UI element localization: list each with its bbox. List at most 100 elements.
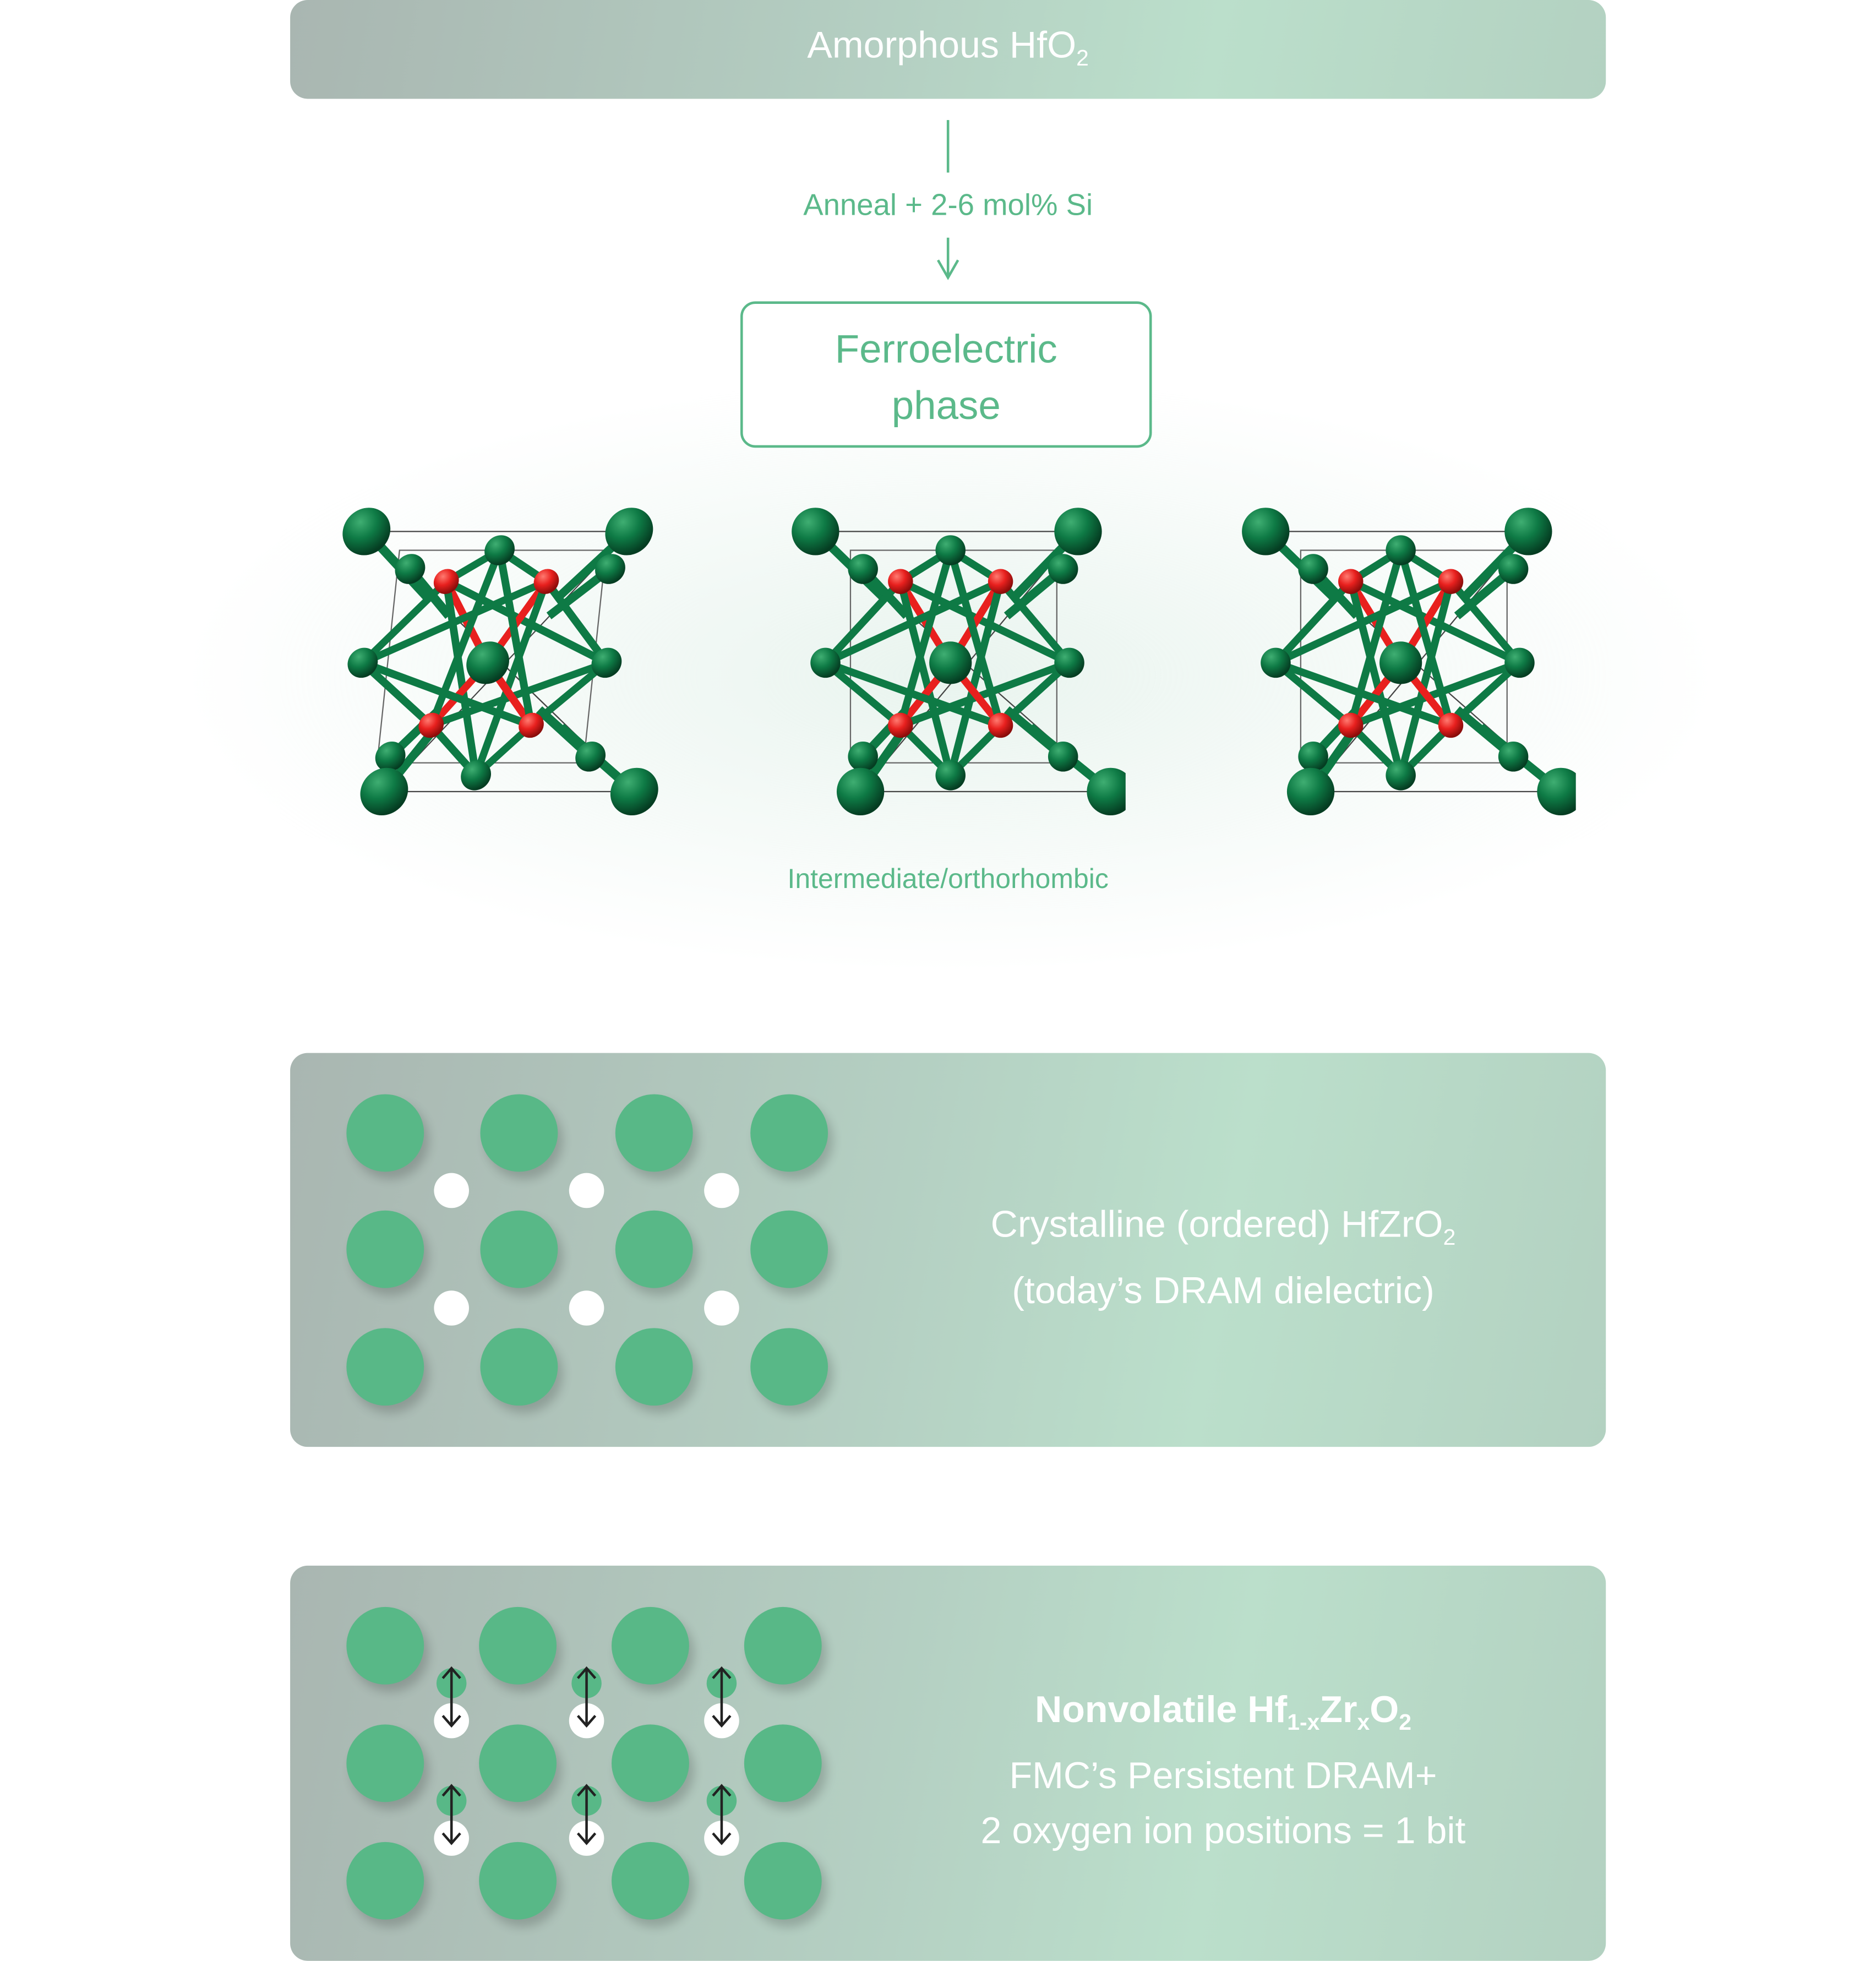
oxygen-atom [433,569,459,594]
structure-caption: Intermediate/orthorhombic [787,863,1109,895]
nonvolatile-line3: 2 oxygen ion positions = 1 bit [980,1811,1466,1853]
hf-zr-atom [612,1842,689,1920]
hf-atom [935,535,966,565]
amorphous-title: Amorphous HfO2 [807,25,1089,70]
bond [495,549,535,727]
hf-zr-atom [480,1094,558,1172]
hf-zr-atom [744,1606,822,1685]
hf-atom-corner [1087,767,1126,816]
hf-zr-atom [750,1210,828,1288]
bond [1347,580,1405,777]
hf-zr-atom [479,1606,557,1685]
hf-zr-atom [750,1094,828,1172]
bond [1448,660,1523,728]
bond [1349,659,1521,729]
hf-atom-center [1379,641,1422,684]
hf-atom [1386,535,1416,565]
hf-atom-corner [1242,508,1290,555]
bond [472,580,550,777]
oxygen-atom [418,712,444,738]
oxygen-atom [988,712,1013,738]
hf-atom-corner [792,508,839,555]
bond [528,660,609,728]
hf-zr-atom [612,1724,689,1802]
oxygen-atom [704,1173,739,1208]
bond [998,660,1072,728]
hf-atom [575,741,606,772]
hf-zr-atom [480,1210,558,1288]
crystal-structure-tetragonal [1242,508,1576,816]
hf-atom [1498,741,1529,772]
hf-atom [1048,741,1078,772]
hf-atom [935,760,966,791]
hf-atom-corner [1537,767,1576,816]
bond [1397,549,1455,727]
hf-atom [591,647,622,678]
oxygen-atom [1338,712,1364,738]
hf-atom [1261,647,1291,678]
hf-zr-atom [744,1842,822,1920]
hf-atom [484,535,515,565]
hf-atom [375,741,406,772]
hf-atom [1298,741,1328,772]
hf-atom-corner [605,508,653,555]
hf-zr-atom [615,1210,693,1288]
bond [543,579,610,666]
hf-atom-center [466,641,509,684]
bond [1274,578,1453,667]
hf-atom-corner [610,767,658,816]
nonvolatile-title: Nonvolatile Hf1-xZrxO2 [1034,1689,1412,1735]
hf-atom [848,741,878,772]
hf-zr-atom [480,1328,558,1406]
bond [947,580,1005,777]
process-label: Anneal + 2-6 mol% Si [803,188,1093,223]
bond [361,659,533,729]
hf-zr-atom [346,1328,424,1406]
bond [359,660,434,728]
hf-atom-corner [342,508,391,555]
bond [997,579,1072,666]
bond [824,659,1002,729]
hf-atom-corner [836,767,885,816]
connector-line [946,120,950,173]
hf-atom [1048,554,1078,584]
hf-atom [848,554,878,584]
hf-atom [595,554,625,584]
hf-zr-atom [615,1328,693,1406]
hf-zr-atom [615,1094,693,1172]
bond [1448,579,1523,666]
hf-atom [1498,554,1529,584]
phase-box-line2: phase [891,383,1001,428]
bond [1273,660,1354,728]
bond [824,578,1002,667]
crystal-structure-monoclinic [342,508,658,816]
oxygen-atom [888,712,913,738]
hf-zr-atom [750,1328,828,1406]
hf-zr-atom [479,1842,557,1920]
bond [1273,579,1354,666]
hf-atom [1054,647,1084,678]
up-down-arrow-icon [441,1784,461,1845]
bond [430,659,608,729]
down-arrow-icon [937,237,959,280]
oxygen-atom [1338,569,1364,594]
hf-atom [1504,647,1535,678]
oxygen-atom [569,1290,604,1326]
oxygen-atom [519,712,544,738]
amorphous-header: Amorphous HfO2 [290,0,1606,99]
hf-atom-corner [360,767,408,816]
hf-zr-atom [346,1094,424,1172]
hf-atom [1386,760,1416,791]
hf-zr-atom [346,1724,424,1802]
bond [442,580,480,777]
bond [823,660,903,728]
nonvolatile-text: Nonvolatile Hf1-xZrxO2 FMC’s Persistent … [841,1683,1606,1860]
oxygen-atom [988,569,1013,594]
hf-zr-atom [744,1724,822,1802]
oxygen-atom [704,1290,739,1326]
hf-atom-corner [1054,508,1102,555]
oxygen-atom [569,1173,604,1208]
oxygen-atom [888,569,913,594]
hf-zr-atom [346,1842,424,1920]
crystal-structure-orthorhombic [792,508,1126,816]
